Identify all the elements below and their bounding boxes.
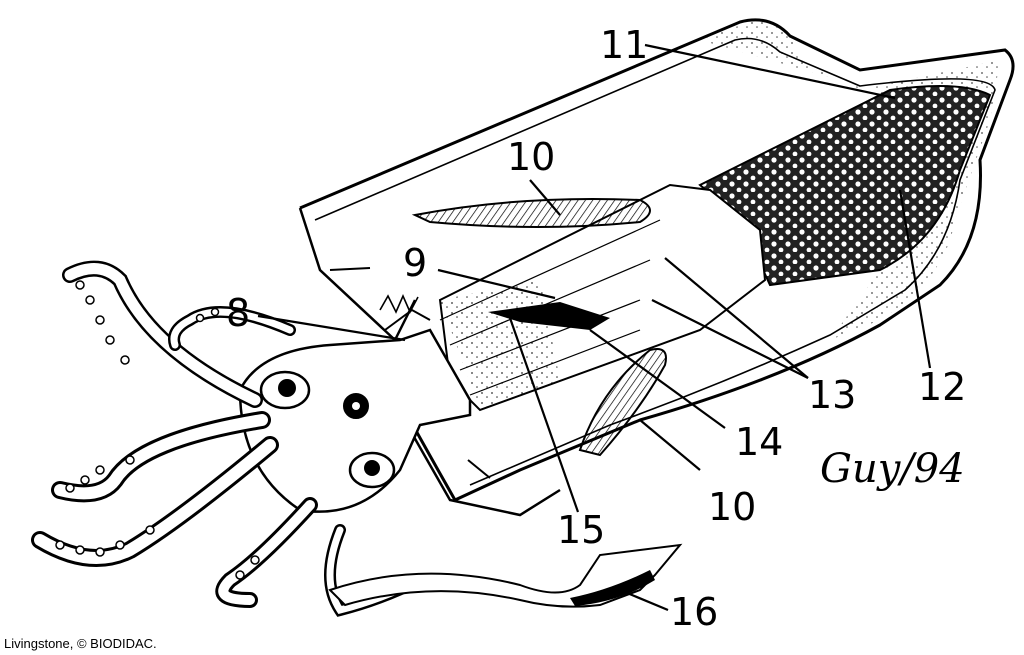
image-credit: Livingstone, © BIODIDAC. [4, 636, 157, 651]
leader-lines [257, 43, 932, 612]
artist-signature: Guy/94 [820, 446, 965, 492]
leader-11 [644, 43, 896, 100]
tentacle [328, 543, 683, 608]
leader-13a [664, 257, 809, 379]
label-10-lower: 10 [708, 485, 756, 529]
leader-10-lower [639, 419, 701, 471]
label-13: 13 [808, 373, 856, 417]
leader-9 [437, 268, 556, 300]
gill-lower [578, 348, 667, 457]
head [238, 308, 472, 513]
leader-12 [898, 189, 932, 369]
leader-13b [651, 299, 809, 379]
gill-upper [411, 198, 651, 228]
label-14: 14 [735, 420, 783, 464]
label-10-upper: 10 [507, 135, 555, 179]
leader-16 [619, 588, 669, 612]
leader-10-upper [529, 179, 561, 216]
leader-14 [589, 329, 726, 429]
mantle-edge-fringe [379, 294, 419, 314]
arm-suckers [55, 280, 260, 580]
viscera [438, 183, 767, 412]
label-16: 16 [670, 590, 718, 634]
leader-8 [257, 314, 406, 342]
leader-15 [508, 317, 580, 513]
label-9: 9 [403, 241, 427, 285]
label-12: 12 [918, 365, 966, 409]
label-15: 15 [557, 508, 605, 552]
label-8: 8 [226, 291, 250, 335]
mantle-flap-upper [298, 207, 417, 343]
gonad [698, 85, 992, 287]
mantle-flap-lower [408, 429, 561, 517]
ink-sac [488, 302, 610, 330]
label-11: 11 [600, 23, 648, 67]
tentacle-club [570, 570, 655, 606]
